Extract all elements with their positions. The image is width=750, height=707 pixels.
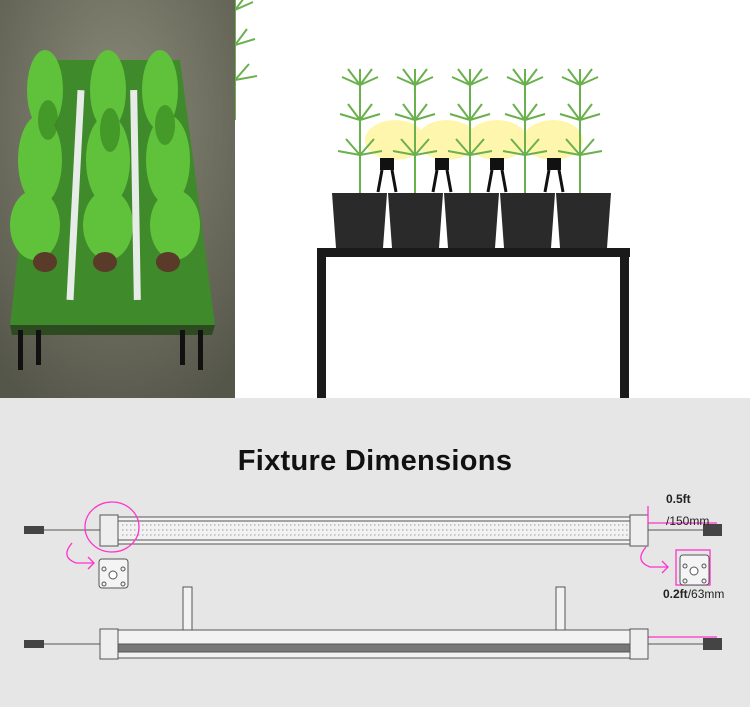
light-fixtures — [376, 158, 565, 193]
end-cap-view-left — [98, 558, 129, 589]
cannabis-plants — [235, 0, 603, 196]
section-title: Fixture Dimensions — [237, 445, 513, 477]
grow-table-illustration — [235, 0, 750, 398]
arrow-left-icon — [66, 542, 95, 570]
table — [317, 248, 630, 398]
end-cap-metric: /63mm — [687, 587, 725, 601]
connector-right-icon — [703, 524, 722, 536]
pots — [332, 193, 611, 248]
connector-left-icon — [24, 526, 44, 534]
cable-length-label: 0.5ft /150mm — [666, 488, 709, 532]
fixture-drawing — [24, 501, 722, 660]
plant-rows — [10, 50, 200, 260]
grow-table-photo — [0, 0, 235, 398]
light-bar — [130, 89, 141, 301]
fixture-side-view — [40, 586, 705, 660]
end-cap-label: 0.2ft/63mm — [663, 583, 724, 605]
connector-right-icon — [703, 638, 722, 650]
end-cap-view-right — [679, 554, 710, 586]
table-legs — [18, 330, 203, 370]
cable-length-metric: /150mm — [666, 514, 710, 528]
fixture-top-view — [40, 514, 705, 547]
cable-length-value: 0.5ft — [666, 492, 691, 506]
light-bar — [66, 89, 85, 301]
end-cap-highlight-circle — [84, 501, 140, 553]
connector-left-icon — [24, 640, 44, 648]
arrow-right-icon — [640, 546, 669, 574]
hanger-bracket — [182, 586, 193, 631]
hanger-bracket — [555, 586, 566, 631]
end-cap-value: 0.2ft — [663, 587, 688, 601]
pots — [33, 252, 180, 272]
